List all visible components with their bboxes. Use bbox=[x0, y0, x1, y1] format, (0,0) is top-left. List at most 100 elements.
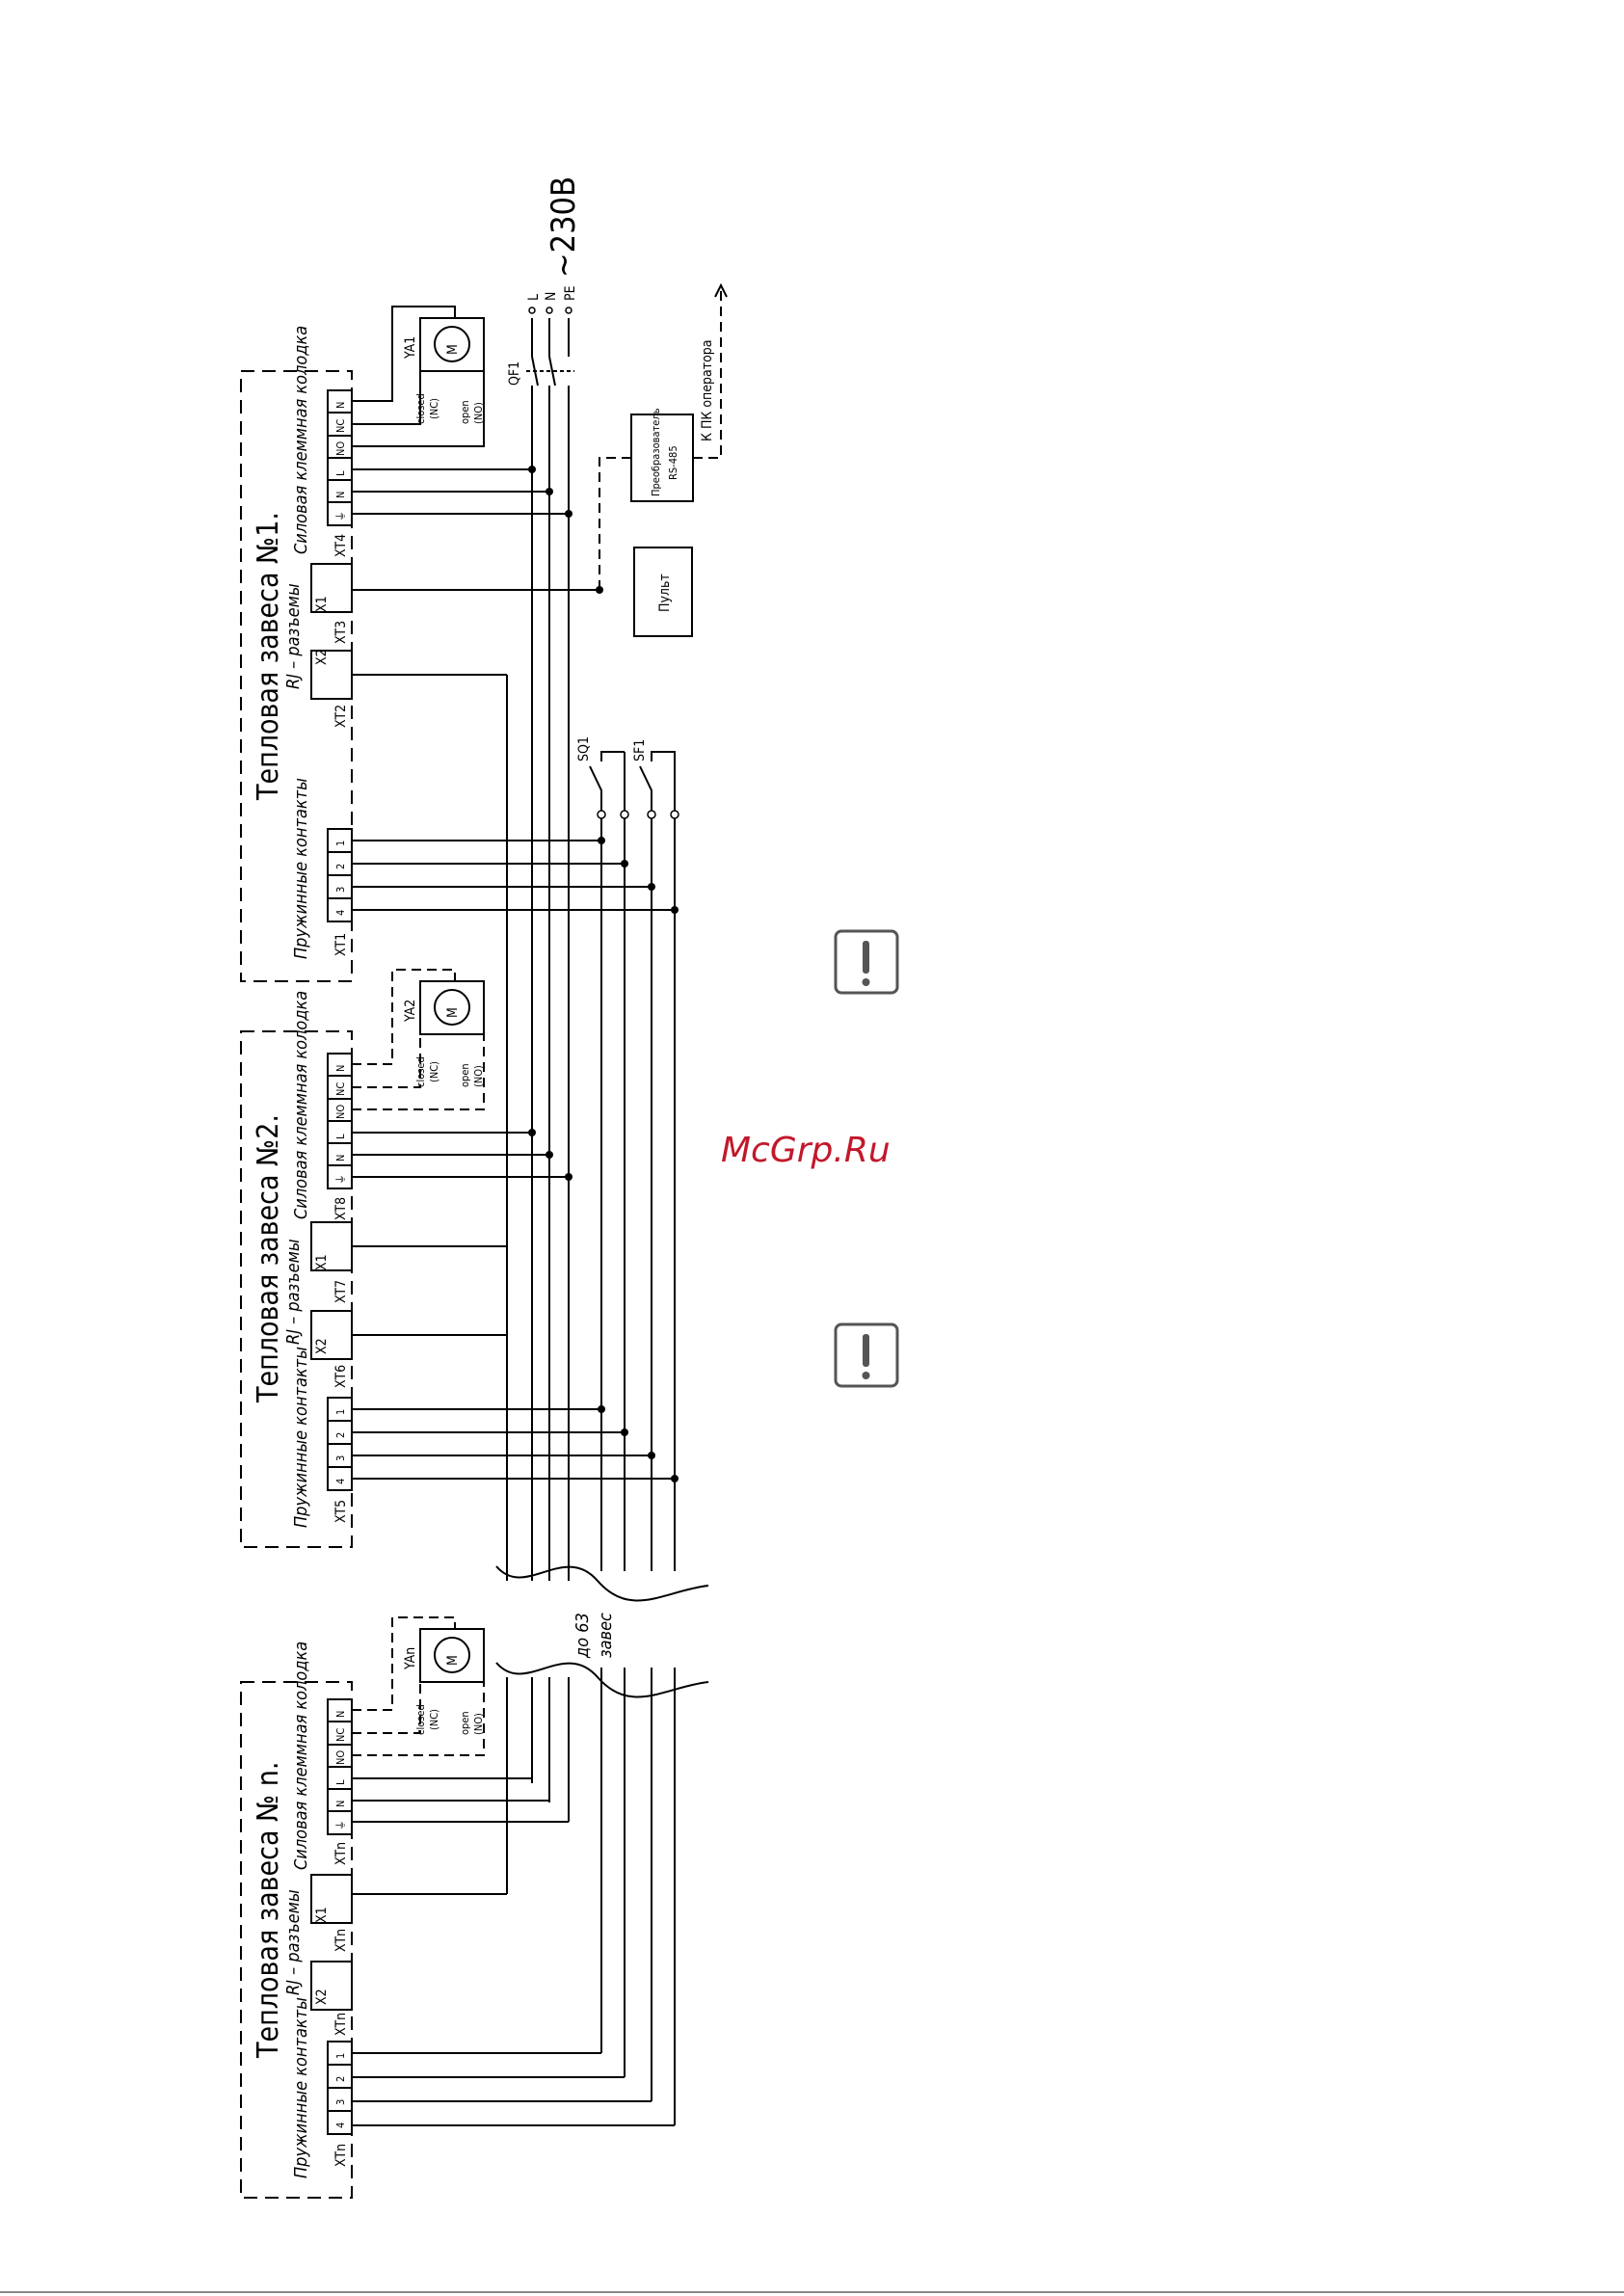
curtain-2-open-no: (NO) bbox=[472, 1065, 485, 1087]
curtain-1-title: Тепловая завеса №1. bbox=[252, 512, 285, 801]
curtain-1-no-term: NO bbox=[334, 441, 347, 456]
curtain-2-open: open bbox=[459, 1063, 471, 1087]
curtain-n-title: Тепловая завеса № n. bbox=[252, 1762, 285, 2059]
curtain-2-term-1: 1 bbox=[334, 1409, 347, 1415]
curtain-n-xtn-x2: XTn bbox=[333, 2013, 349, 2036]
curtain-n-pe-term: ⏚ bbox=[334, 1820, 347, 1830]
curtain-2: Тепловая завеса №2. Пружинные контакты R… bbox=[240, 969, 679, 1548]
curtain-1-xt3: XT3 bbox=[333, 621, 349, 644]
curtain-2-n-term: N bbox=[334, 1155, 347, 1161]
curtain-1-xt2: XT2 bbox=[333, 705, 349, 728]
curtain-1-open-no: (NO) bbox=[472, 402, 485, 424]
curtain-2-no-term: NO bbox=[334, 1105, 347, 1119]
curtain-1-term-2: 2 bbox=[334, 864, 347, 869]
mains-n-label: N bbox=[544, 292, 559, 301]
curtain-n-n2-term: N bbox=[334, 1711, 347, 1718]
curtain-2-valve: YA2 bbox=[403, 1000, 418, 1023]
curtain-1-term-1: 1 bbox=[334, 841, 347, 846]
mains-l-label: L bbox=[526, 294, 542, 301]
operator-link-label: К ПК оператора bbox=[700, 339, 715, 441]
watermark: McGrp.Ru bbox=[721, 1131, 891, 1170]
curtain-n-nc-term: NC bbox=[334, 1728, 347, 1742]
mains-pe-label: PE bbox=[563, 285, 578, 301]
curtain-1-spring-block: XT1 bbox=[333, 933, 349, 956]
curtain-n-motor: M bbox=[445, 1655, 461, 1666]
curtain-n-no-term: NO bbox=[334, 1750, 347, 1765]
curtain-n-term-2: 2 bbox=[334, 2076, 347, 2082]
curtain-1-pe-term: ⏚ bbox=[334, 511, 347, 521]
curtain-1-n2-term: N bbox=[334, 402, 347, 409]
curtain-n-valve: YAn bbox=[403, 1647, 418, 1670]
curtain-2-xt6: XT6 bbox=[333, 1365, 349, 1388]
remote-label: Пульт bbox=[657, 574, 673, 612]
curtain-n-term-4: 4 bbox=[334, 2122, 347, 2128]
curtain-2-xt7: XT7 bbox=[333, 1280, 349, 1303]
curtain-1-x2: X2 bbox=[314, 649, 330, 665]
curtain-n-spring-block: XTn bbox=[333, 2144, 349, 2167]
curtain-2-term-3: 3 bbox=[334, 1455, 347, 1461]
converter-label: Преобразователь bbox=[650, 408, 662, 496]
curtain-2-term-4: 4 bbox=[334, 1479, 347, 1484]
curtain-2-spring-block: XT5 bbox=[333, 1500, 349, 1523]
curtain-n-power-block: XTn bbox=[333, 1842, 349, 1865]
up-to-label-1: до 63 bbox=[572, 1613, 593, 1659]
source-voltage-label: ~230В bbox=[545, 176, 583, 278]
curtain-n-x2: X2 bbox=[314, 1989, 330, 2005]
external-switches: SQ1 SF1 до 63 завес bbox=[572, 736, 679, 1659]
curtain-2-x2: X2 bbox=[314, 1338, 330, 1354]
switch-sf1-label: SF1 bbox=[632, 739, 648, 761]
curtain-2-term-2: 2 bbox=[334, 1432, 347, 1438]
curtain-n-rj-label: RJ – разъемы bbox=[283, 1889, 304, 1995]
curtain-1-power-label: Силовая клеммная колодка bbox=[291, 326, 311, 554]
curtain-n-closed-nc: (NC) bbox=[428, 1709, 440, 1730]
curtain-2-power-block: XT8 bbox=[333, 1197, 349, 1220]
curtain-2-spring-label: Пружинные контакты bbox=[291, 1347, 311, 1528]
curtain-2-x1: X1 bbox=[314, 1254, 330, 1270]
curtain-n-n-term: N bbox=[334, 1801, 347, 1807]
mains-supply: L N PE ~230В QF1 bbox=[507, 176, 583, 387]
curtain-2-pe-term: ⏚ bbox=[334, 1174, 347, 1185]
switch-sq1-label: SQ1 bbox=[576, 736, 592, 761]
curtain-1-valve: YA1 bbox=[403, 336, 418, 360]
curtain-n-l-term: L bbox=[334, 1779, 347, 1785]
curtain-2-title: Тепловая завеса №2. bbox=[252, 1114, 285, 1403]
curtain-n-term-1: 1 bbox=[334, 2053, 347, 2059]
curtain-1-rj-label: RJ – разъемы bbox=[283, 583, 304, 689]
curtain-1-n-term: N bbox=[334, 492, 347, 498]
curtain-2-n2-term: N bbox=[334, 1065, 347, 1072]
up-to-label-2: завес bbox=[596, 1613, 616, 1658]
curtain-2-l-term: L bbox=[334, 1134, 347, 1139]
remote-box bbox=[633, 547, 693, 637]
control-devices: Преобразователь RS-485 Пульт К ПК операт… bbox=[599, 282, 728, 637]
curtain-n-open: open bbox=[459, 1711, 471, 1735]
converter-rs485-label: RS-485 bbox=[667, 445, 679, 480]
curtain-2-nc-term: NC bbox=[334, 1082, 347, 1096]
curtain-n-x1: X1 bbox=[314, 1907, 330, 1923]
curtain-n: Тепловая завеса № n. Пружинные контакты … bbox=[240, 1616, 675, 2199]
bus-lines bbox=[495, 318, 709, 2125]
curtain-1-l-term: L bbox=[334, 470, 347, 476]
curtain-n-term-3: 3 bbox=[334, 2099, 347, 2105]
curtain-1-nc-term: NC bbox=[334, 419, 347, 433]
curtain-1-term-3: 3 bbox=[334, 887, 347, 893]
curtain-1-open: open bbox=[459, 400, 471, 424]
curtain-2-motor: M bbox=[445, 1007, 461, 1018]
curtain-n-open-no: (NO) bbox=[472, 1713, 485, 1735]
curtain-n-spring-label: Пружинные контакты bbox=[291, 1997, 311, 2178]
notice-icon-2 bbox=[834, 1322, 899, 1388]
curtain-1-spring-label: Пружинные контакты bbox=[291, 778, 311, 959]
curtain-1: Тепловая завеса №1. Пружинные контакты R… bbox=[240, 306, 679, 982]
notice-icon-1 bbox=[834, 929, 899, 995]
curtain-n-xtn-x1: XTn bbox=[333, 1929, 349, 1952]
curtain-1-closed-nc: (NC) bbox=[428, 398, 440, 419]
curtain-1-term-4: 4 bbox=[334, 910, 347, 916]
curtain-2-power-label: Силовая клеммная колодка bbox=[291, 991, 311, 1219]
curtain-n-power-label: Силовая клеммная колодка bbox=[291, 1642, 311, 1870]
curtain-2-closed-nc: (NC) bbox=[428, 1061, 440, 1082]
breaker-label: QF1 bbox=[507, 361, 522, 386]
curtain-1-motor: M bbox=[445, 344, 461, 355]
curtain-1-x1: X1 bbox=[314, 596, 330, 612]
converter-box bbox=[630, 414, 694, 502]
curtain-2-rj-label: RJ – разъемы bbox=[283, 1239, 304, 1345]
